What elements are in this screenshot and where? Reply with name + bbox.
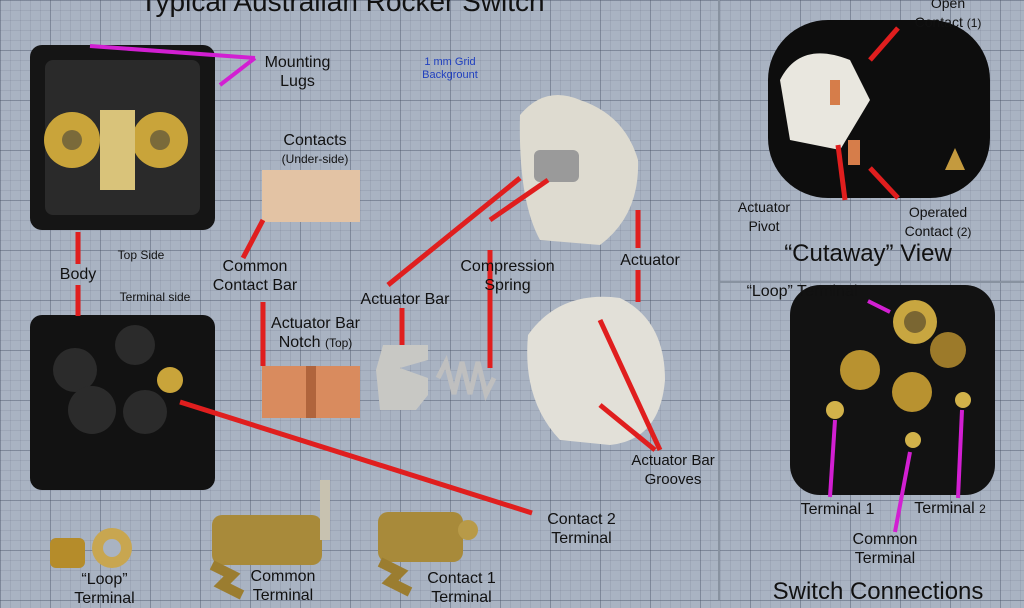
terminal-side-label: Terminal side xyxy=(110,288,200,307)
actuator-bottom-part xyxy=(527,297,665,445)
top-side-label: Top Side xyxy=(106,246,176,265)
loop-terminal-part xyxy=(50,528,132,568)
switch-connections-title: Switch Connections xyxy=(748,578,1008,606)
terminal2-label: Terminal 2 xyxy=(904,499,996,519)
terminal1-label: Terminal 1 xyxy=(790,500,885,519)
operated-contact-label: Operated Contact (2) xyxy=(888,203,988,242)
compression-spring-part xyxy=(438,362,494,394)
contacts-part xyxy=(262,170,360,222)
actuator-top-part xyxy=(520,95,638,245)
body-top-side xyxy=(30,45,215,230)
loop-terminal-label: “Loop” Terminal xyxy=(732,282,872,301)
actuator-label: Actuator xyxy=(610,251,690,270)
cutaway-view-title: “Cutaway” View xyxy=(758,240,978,268)
actuator-bar-part xyxy=(376,345,428,410)
contacts-label: Contacts (Under-side) xyxy=(270,131,360,169)
actuator-bar-label: Actuator Bar xyxy=(350,290,460,309)
common-contact-bar-part xyxy=(262,366,360,418)
loop-terminal-bottom-label: “Loop”Terminal xyxy=(62,570,147,608)
page-title: Typical Australian Rocker Switch xyxy=(140,0,545,18)
switch-connections-photo xyxy=(790,285,995,495)
open-contact-label: Open Contact (1) xyxy=(898,0,998,33)
actuator-bar-notch-label: Actuator Bar Notch (Top) xyxy=(258,314,373,353)
body-label: Body xyxy=(50,265,106,284)
